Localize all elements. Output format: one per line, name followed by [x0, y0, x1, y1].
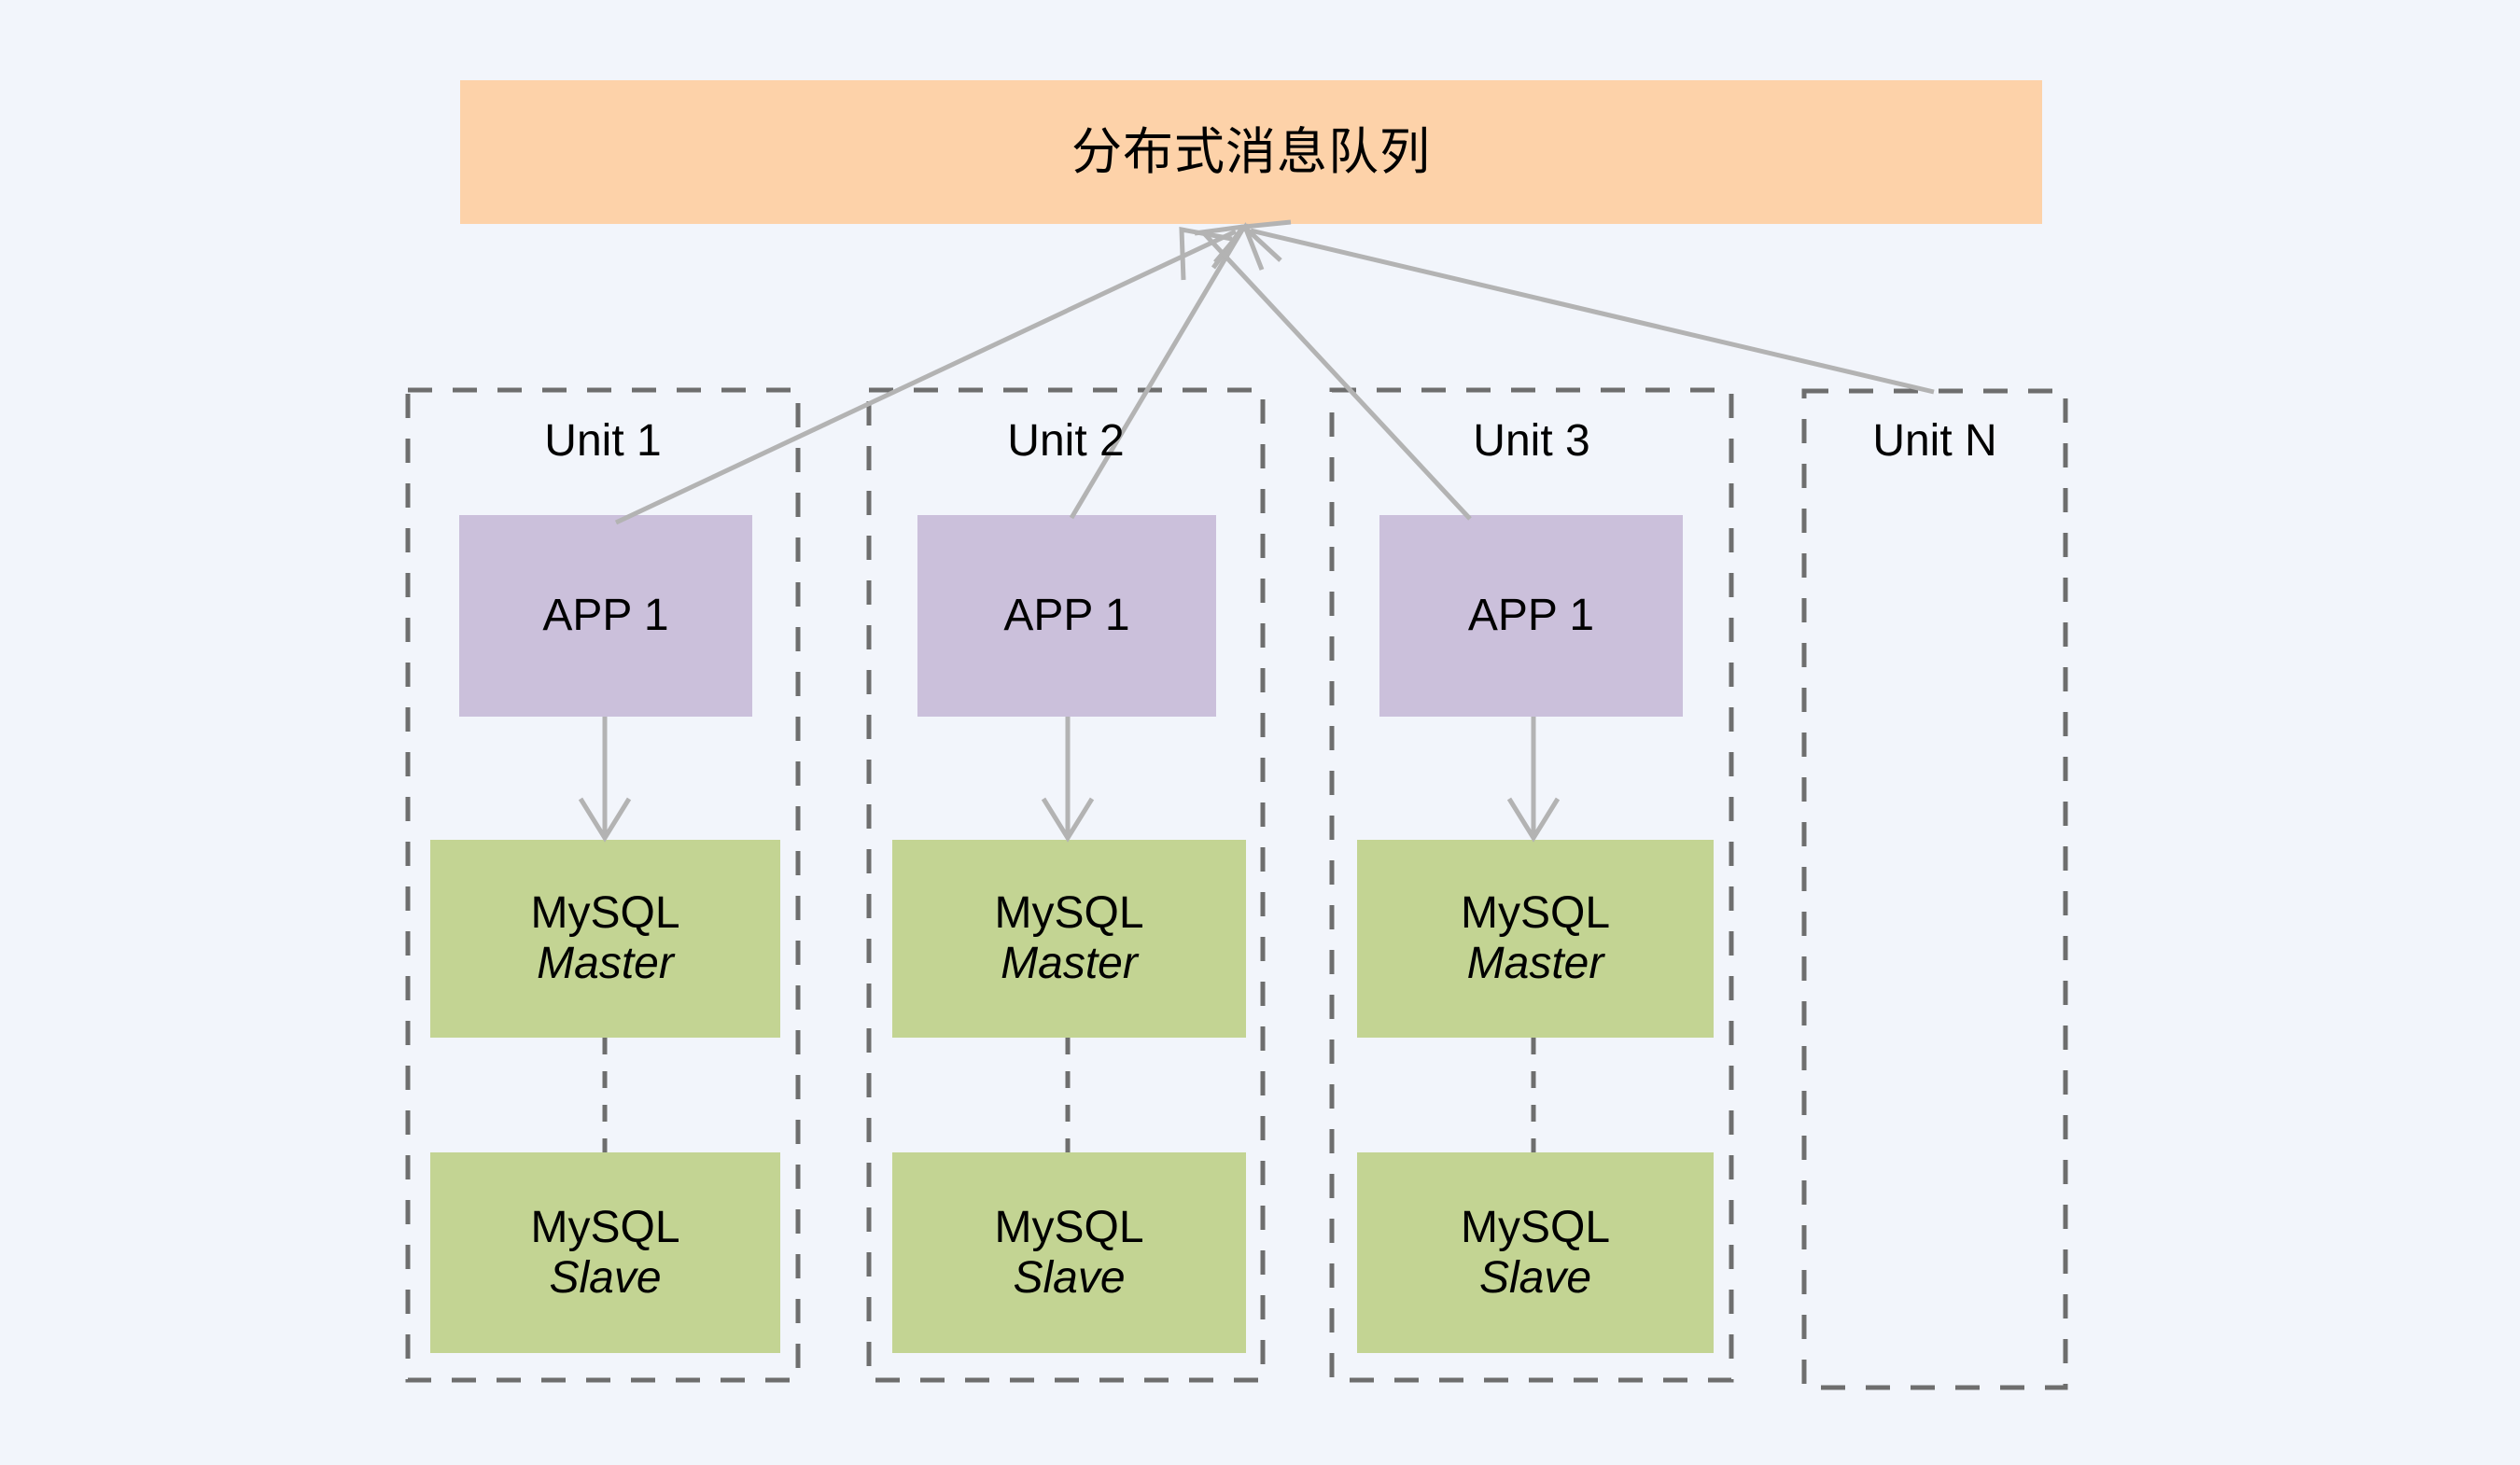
edge-unit-3-app-to-queue: [1179, 226, 1472, 521]
unit-1-db-master-box: [430, 840, 780, 1038]
unit-1-app-box: [459, 515, 752, 717]
unit-2-app-box: [917, 515, 1216, 717]
unit-2-db-slave-box: [892, 1152, 1246, 1353]
unit-3-db-slave-box: [1357, 1152, 1714, 1353]
edge-unit-2-app-to-queue: [1069, 222, 1265, 520]
unit-3-db-master-box: [1357, 840, 1714, 1038]
unit-n-container: [1801, 388, 2068, 1390]
edge-unit-n-to-queue: [1239, 219, 1935, 395]
unit-1-db-slave-box: [430, 1152, 780, 1353]
edge-unit-2-app-to-db-master: [1041, 717, 1095, 843]
unit-1-container: [405, 387, 801, 1383]
edge-unit-1-app-to-queue: [614, 223, 1249, 525]
unit-3-container: [1329, 387, 1734, 1383]
edge-unit-3-app-to-db-master: [1506, 717, 1561, 843]
message-queue-box: [460, 80, 2042, 224]
unit-2-container: [866, 387, 1266, 1383]
edge-unit-1-app-to-db-master: [578, 717, 632, 843]
unit-2-db-master-box: [892, 840, 1246, 1038]
unit-3-app-box: [1379, 515, 1683, 717]
